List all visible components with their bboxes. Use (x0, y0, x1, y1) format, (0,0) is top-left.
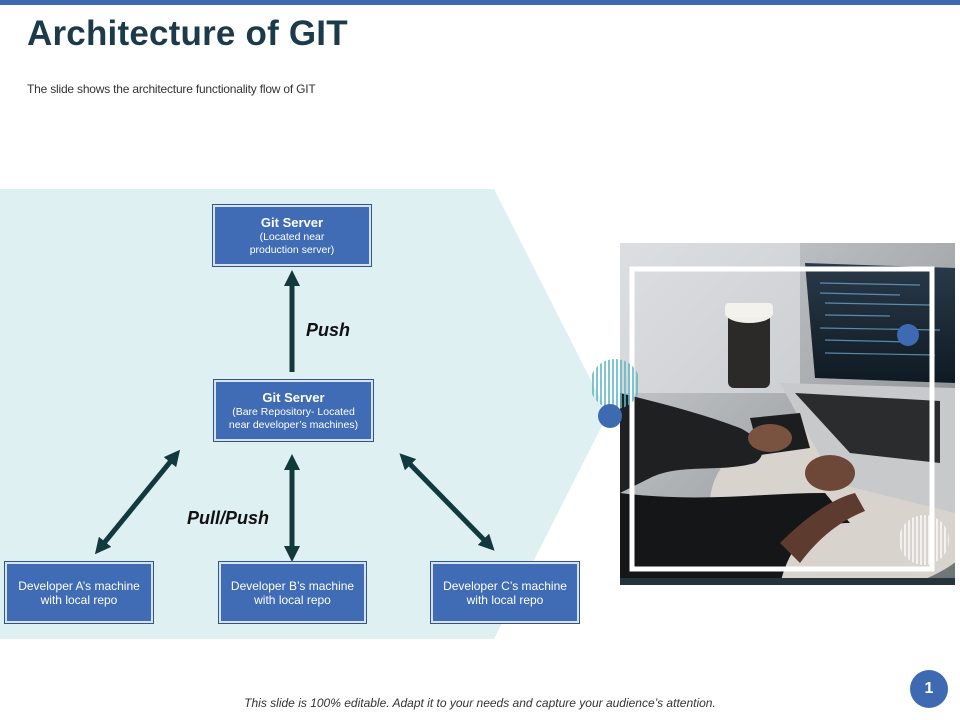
developer-a-line1: Developer A’s machine (18, 578, 140, 593)
developer-b-box: Developer B’s machine with local repo (219, 562, 366, 623)
footer-note: This slide is 100% editable. Adapt it to… (244, 696, 716, 710)
git-server-production-line2: production server) (249, 243, 335, 256)
push-label: Push (306, 320, 351, 340)
git-server-production-box: Git Server (Located near production serv… (213, 205, 371, 266)
pullpush-arrow-dev-a (94, 449, 181, 555)
developer-a-box: Developer A’s machine with local repo (5, 562, 153, 623)
git-server-bare-box: Git Server (Bare Repository- Located nea… (214, 380, 373, 441)
developer-b-line2: with local repo (254, 592, 331, 607)
pullpush-arrow-dev-c (399, 453, 495, 551)
git-server-bare-line2: near developer’s machines) (228, 418, 359, 431)
git-server-bare-line1: (Bare Repository- Located (232, 405, 355, 418)
developer-a-line2: with local repo (40, 592, 118, 607)
pullpush-label: Pull/Push (187, 508, 270, 528)
developer-c-line2: with local repo (466, 592, 544, 607)
developer-b-line1: Developer B’s machine (230, 578, 355, 593)
developer-laptop-photo (620, 243, 955, 585)
page-subtitle: The slide shows the architecture functio… (27, 82, 316, 96)
developer-c-line1: Developer C’s machine (443, 578, 567, 593)
top-accent-bar (0, 0, 960, 5)
page-title: Architecture of GIT (27, 14, 348, 53)
git-server-production-line1: (Located near (259, 230, 325, 243)
git-server-production-title: Git Server (260, 214, 324, 230)
page-number-badge: 1 (910, 670, 948, 708)
developer-c-box: Developer C’s machine with local repo (431, 562, 579, 623)
git-server-bare-title: Git Server (262, 389, 325, 405)
